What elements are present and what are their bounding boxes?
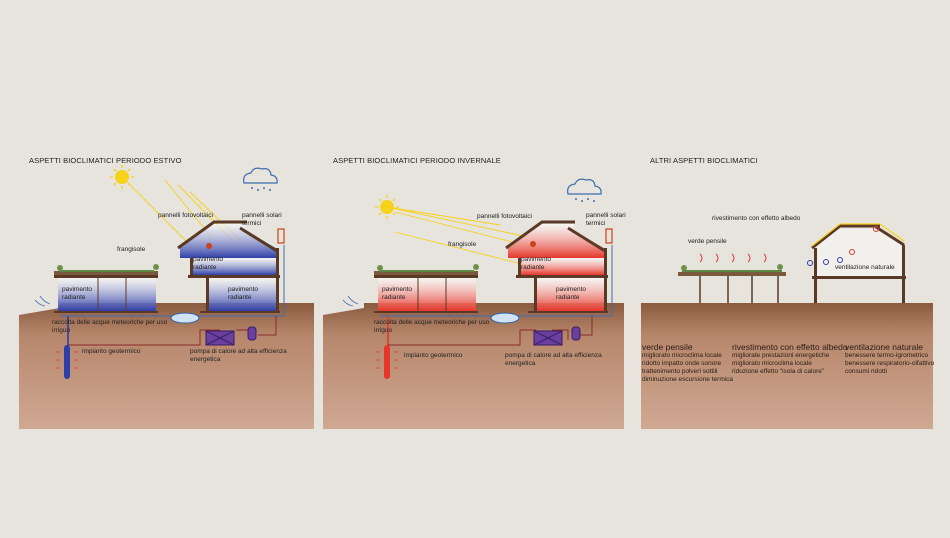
summer-floor-top-label-1: pavimento bbox=[193, 256, 223, 263]
summer-rain-label-1: raccolta delle acque meteoriche per uso bbox=[52, 319, 168, 326]
cloud-icon bbox=[567, 178, 602, 202]
winter-pump-label-2: energetica bbox=[505, 360, 536, 367]
solar-thermal-icon bbox=[277, 228, 285, 244]
summer-panel bbox=[19, 165, 314, 429]
geothermal-probe-icon bbox=[376, 345, 398, 379]
summer-bottom-room bbox=[206, 278, 276, 311]
summer-ground bbox=[19, 303, 314, 429]
winter-floor-top-label-2: radiante bbox=[521, 264, 545, 271]
storage-tank-icon bbox=[571, 326, 581, 341]
winter-rain-label-1: raccolta delle acque meteoriche per uso bbox=[374, 319, 490, 326]
pv-panel-icon bbox=[530, 241, 536, 247]
winter-floor-right-label-2: radiante bbox=[556, 294, 580, 301]
tech-item: migliorato microclima locale bbox=[732, 360, 812, 367]
winter-floor-right-label-1: pavimento bbox=[556, 286, 586, 293]
heat-pump-icon bbox=[205, 330, 235, 346]
pv-panel-icon bbox=[206, 243, 212, 249]
summer-frangisole-label: frangisole bbox=[117, 246, 146, 253]
summer-floor-right-label-2: radiante bbox=[228, 294, 252, 301]
tech-heading-ventilation: ventilazione naturale bbox=[845, 342, 923, 352]
tech-heading-albedo: rivestimento con effetto albedo bbox=[732, 342, 848, 352]
winter-bottom-room bbox=[534, 278, 604, 311]
green-roof-label: verde pensile bbox=[688, 238, 727, 245]
summer-floor-left-label-1: pavimento bbox=[62, 286, 92, 293]
summer-rain-label-2: irriguo bbox=[52, 327, 71, 334]
tech-item: migliorato microclima locale bbox=[642, 352, 722, 359]
winter-rain-label-2: irriguo bbox=[374, 327, 393, 334]
summer-pv-label: pannelli fotovoltaici bbox=[158, 212, 213, 219]
tech-item: diminuzione escursione termica bbox=[642, 376, 734, 383]
winter-floor-left-label-1: pavimento bbox=[382, 286, 412, 293]
storage-tank-icon bbox=[247, 326, 257, 341]
tech-item: trattenimento polveri sottili bbox=[642, 368, 718, 375]
winter-top-room bbox=[518, 258, 604, 275]
winter-frangisole-label: frangisole bbox=[448, 241, 477, 248]
tech-item: consumi ridotti bbox=[845, 368, 887, 375]
ventilation-label: ventilazione naturale bbox=[835, 264, 895, 271]
geothermal-probe-icon bbox=[56, 345, 78, 379]
summer-title: ASPETTI BIOCLIMATICI PERIODO ESTIVO bbox=[29, 156, 182, 165]
other-ground bbox=[641, 303, 933, 429]
tech-item: benessere termo-igrometrico bbox=[845, 352, 929, 359]
albedo-coating bbox=[811, 223, 905, 247]
solar-thermal-icon bbox=[605, 228, 613, 244]
tech-item: ridotto impatto onde sonore bbox=[642, 360, 722, 367]
summer-pump-label-1: pompa di calore ad alta efficienza bbox=[190, 348, 287, 355]
summer-pump-label-2: energetica bbox=[190, 356, 221, 363]
tech-item: riduzione effetto “isola di calore” bbox=[732, 368, 825, 375]
tech-item: migliorate prestazioni energetiche bbox=[732, 352, 830, 359]
other-panel bbox=[641, 223, 933, 429]
winter-left-room bbox=[378, 278, 476, 311]
winter-geo-label: impianto geotermico bbox=[404, 352, 463, 359]
winter-solar-label-1: pannelli solari bbox=[586, 212, 626, 219]
heat-pump-icon bbox=[533, 330, 563, 346]
summer-solar-label-1: pannelli solari bbox=[242, 212, 282, 219]
winter-solar-label-2: termici bbox=[586, 220, 606, 227]
winter-floor-left-label-2: radiante bbox=[382, 294, 406, 301]
summer-left-room bbox=[58, 278, 156, 311]
rainwater-tank-icon bbox=[170, 312, 200, 324]
summer-floor-right-label-1: pavimento bbox=[228, 286, 258, 293]
winter-floor-top-label-1: pavimento bbox=[521, 256, 551, 263]
summer-floor-top-label-2: radiante bbox=[193, 264, 217, 271]
winter-title: ASPETTI BIOCLIMATICI PERIODO INVERNALE bbox=[333, 156, 501, 165]
summer-top-room bbox=[190, 258, 276, 275]
summer-floor-left-label-2: radiante bbox=[62, 294, 86, 301]
green-roof-airflow-icons bbox=[699, 253, 767, 263]
summer-solar-label-2: termici bbox=[242, 220, 262, 227]
albedo-label: rivestimento con effetto albedo bbox=[712, 215, 801, 222]
winter-pump-label-1: pompa di calore ad alta efficienza bbox=[505, 352, 602, 359]
ventilation-icons bbox=[807, 257, 843, 266]
winter-pv-label: pannelli fotovoltaici bbox=[477, 213, 532, 220]
rainwater-tank-icon bbox=[490, 312, 520, 324]
summer-geo-label: impianto geotermico bbox=[82, 348, 141, 355]
tech-heading-green: verde pensile bbox=[642, 342, 693, 352]
winter-panel bbox=[323, 178, 624, 429]
cloud-icon bbox=[243, 167, 278, 191]
other-title: ALTRI ASPETTI BIOCLIMATICI bbox=[650, 156, 758, 165]
tech-item: benessere respiratorio-olfattivo bbox=[845, 360, 935, 367]
